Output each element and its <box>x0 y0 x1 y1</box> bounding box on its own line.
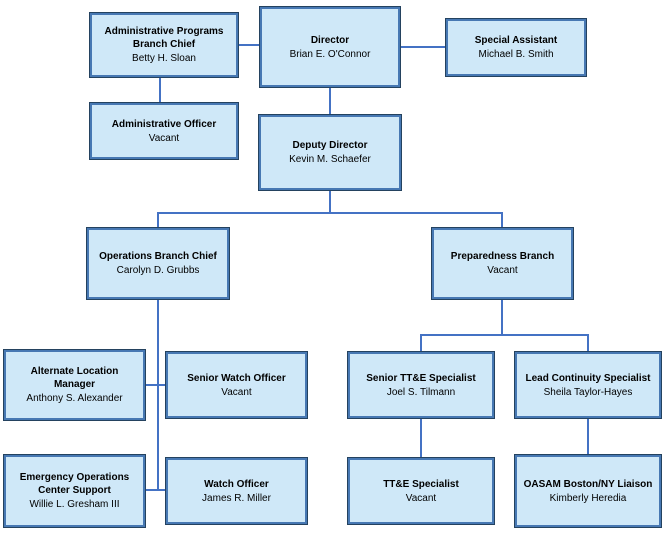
person-name: Carolyn D. Grubbs <box>116 265 200 276</box>
person-name: Kevin M. Schaefer <box>289 154 371 165</box>
person-name: Vacant <box>405 492 437 504</box>
org-box-preparedness-branch: Preparedness Branch Vacant <box>431 227 574 300</box>
role-title: Operations Branch Chief <box>99 251 217 262</box>
connector-line <box>420 334 589 336</box>
org-box-tte-specialist: TT&E Specialist Vacant <box>347 457 495 525</box>
person-name: Betty H. Sloan <box>132 53 196 64</box>
connector-line <box>157 299 159 491</box>
connector-line <box>587 335 589 352</box>
person-name: Vacant <box>487 265 518 276</box>
role-title: Alternate Location Manager <box>30 366 119 390</box>
org-box-senior-tte-specialist: Senior TT&E Specialist Joel S. Tilmann <box>347 351 495 419</box>
connector-line <box>157 213 159 228</box>
org-box-senior-watch-officer: Senior Watch Officer Vacant <box>165 351 308 419</box>
role-title: Watch Officer <box>204 478 269 490</box>
person-name: Kimberly Heredia <box>549 492 627 504</box>
connector-line <box>145 384 166 386</box>
connector-line <box>400 46 446 48</box>
person-name: Brian E. O'Connor <box>289 48 371 60</box>
person-name: Michael B. Smith <box>478 49 554 60</box>
connector-line <box>329 87 331 115</box>
person-name: Vacant <box>221 386 252 398</box>
org-box-director: Director Brian E. O'Connor <box>259 6 401 88</box>
role-title: Preparedness Branch <box>450 251 555 262</box>
org-box-special-assistant: Special Assistant Michael B. Smith <box>445 18 587 77</box>
connector-line <box>420 335 422 352</box>
person-name: James R. Miller <box>202 492 271 504</box>
connector-line <box>420 418 422 458</box>
org-box-administrative-programs-branch-chief: Administrative Programs Branch Chief Bet… <box>89 12 239 78</box>
person-name: Anthony S. Alexander <box>26 393 123 404</box>
org-box-operations-branch-chief: Operations Branch Chief Carolyn D. Grubb… <box>86 227 230 300</box>
role-title: Deputy Director <box>292 140 368 151</box>
connector-line <box>501 299 503 335</box>
connector-line <box>587 418 589 455</box>
role-title: Emergency Operations Center Support <box>19 472 130 496</box>
org-box-watch-officer: Watch Officer James R. Miller <box>165 457 308 525</box>
org-box-administrative-officer: Administrative Officer Vacant <box>89 102 239 160</box>
role-title: Director <box>310 34 350 46</box>
role-title: Special Assistant <box>474 35 558 46</box>
org-box-deputy-director: Deputy Director Kevin M. Schaefer <box>258 114 402 191</box>
org-box-lead-continuity-specialist: Lead Continuity Specialist Sheila Taylor… <box>514 351 662 419</box>
role-title: OASAM Boston/NY Liaison <box>523 478 653 490</box>
org-box-oasam-boston-ny-liaison: OASAM Boston/NY Liaison Kimberly Heredia <box>514 454 662 528</box>
role-title: Senior TT&E Specialist <box>366 372 476 384</box>
person-name: Willie L. Gresham III <box>29 499 120 510</box>
role-title: Senior Watch Officer <box>187 372 286 384</box>
person-name: Vacant <box>148 132 180 144</box>
org-box-alternate-location-manager: Alternate Location Manager Anthony S. Al… <box>3 349 146 421</box>
role-title: Administrative Programs Branch Chief <box>104 26 224 50</box>
connector-line <box>157 212 503 214</box>
connector-line <box>159 77 161 103</box>
connector-line <box>501 213 503 228</box>
person-name: Joel S. Tilmann <box>386 386 456 398</box>
person-name: Sheila Taylor-Hayes <box>543 386 633 398</box>
role-title: Administrative Officer <box>111 118 217 130</box>
connector-line <box>238 44 260 46</box>
role-title: TT&E Specialist <box>383 478 459 490</box>
connector-line <box>145 489 166 491</box>
org-box-emergency-operations-center-support: Emergency Operations Center Support Will… <box>3 454 146 528</box>
connector-line <box>329 190 331 213</box>
role-title: Lead Continuity Specialist <box>525 372 651 384</box>
